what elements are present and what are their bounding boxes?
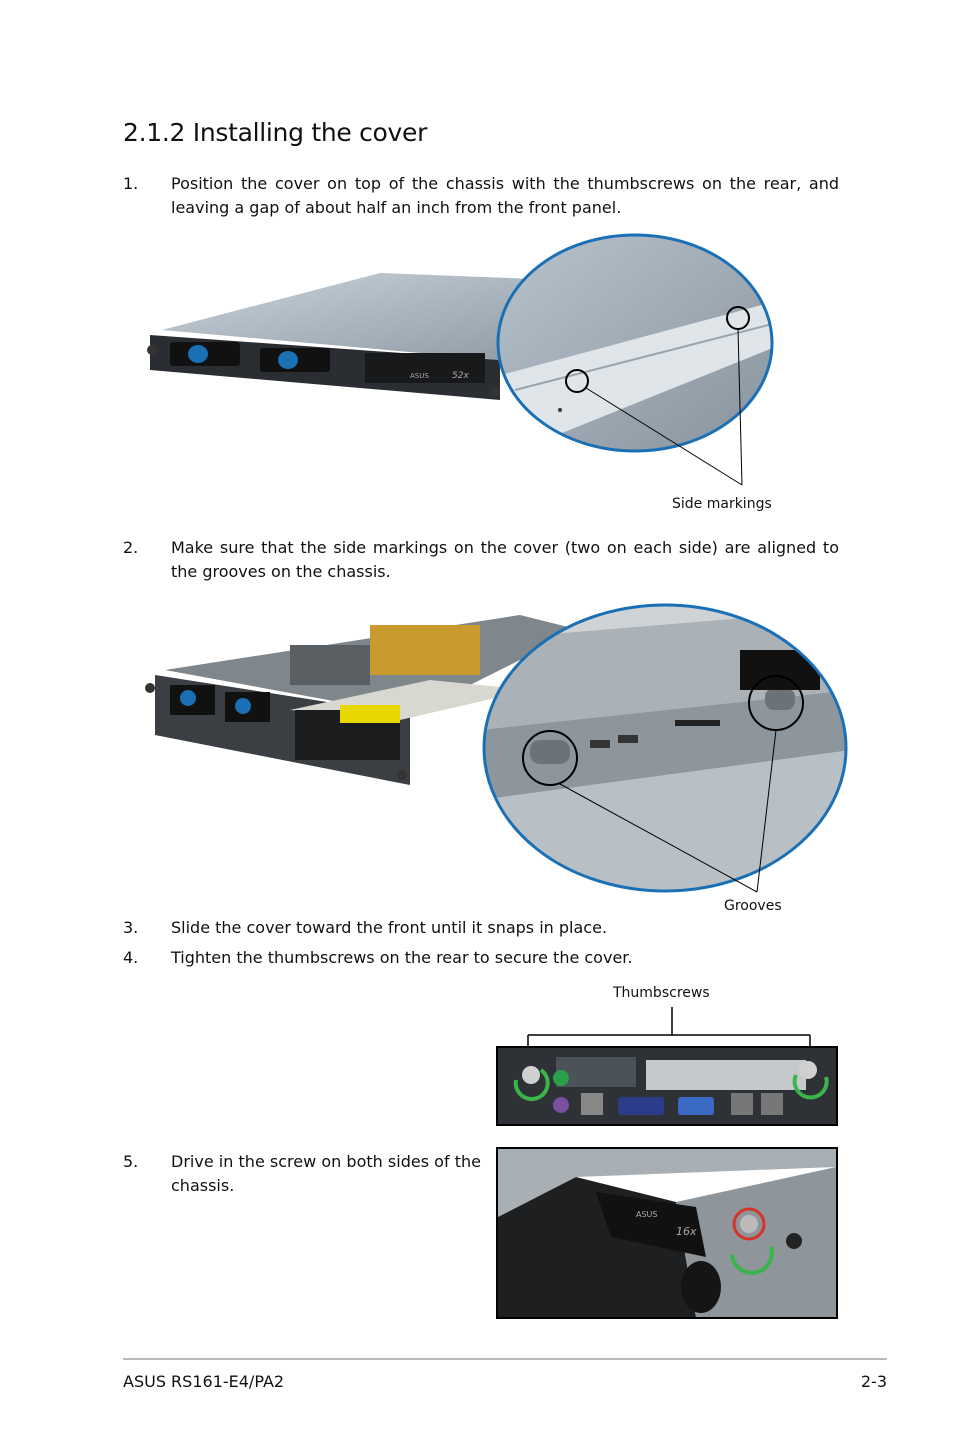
open-chassis-illustration [145,615,580,785]
footer-model: ASUS RS161-E4/PA2 [123,1372,285,1391]
figure-cover-position: 52x ASUS [147,233,774,486]
step-text: Position the cover on top of the chassis… [171,174,839,217]
step-text: Drive in the screw on both sides of the … [171,1152,481,1195]
caption-grooves: Grooves [724,898,782,914]
drive-speed-label-2: 16x [676,1225,697,1238]
step-number: 1. [123,174,139,193]
caption-thumbscrews: Thumbscrews [613,985,710,1001]
drive-logo: ASUS [410,372,429,380]
step-5: 5. Drive in the screw on both sides of t… [123,1150,481,1200]
server-chassis-illustration: 52x ASUS [147,273,560,400]
figure-grooves [145,603,848,893]
footer-divider [123,1358,887,1360]
figure-thumbscrews [496,1007,838,1126]
step-1: 1. Position the cover on top of the chas… [123,172,839,222]
step-text: Make sure that the side markings on the … [171,538,839,581]
zoom-detail-grooves [482,603,848,893]
zoom-detail-side-markings [496,233,774,486]
caption-side-markings: Side markings [672,496,772,512]
step-3: 3. Slide the cover toward the front unti… [123,916,839,940]
step-text: Tighten the thumbscrews on the rear to s… [171,948,633,967]
step-number: 5. [123,1152,139,1171]
step-2: 2. Make sure that the side markings on t… [123,536,839,586]
figure-side-screw: ASUS 16x [496,1147,838,1319]
section-title: 2.1.2 Installing the cover [123,118,428,147]
drive-speed-label: 52x [452,371,469,381]
step-number: 4. [123,948,139,967]
step-4: 4. Tighten the thumbscrews on the rear t… [123,946,839,970]
drive-logo-2: ASUS [636,1210,657,1219]
page-number: 2-3 [860,1372,887,1391]
step-number: 2. [123,538,139,557]
step-number: 3. [123,918,139,937]
step-text: Slide the cover toward the front until i… [171,918,608,937]
